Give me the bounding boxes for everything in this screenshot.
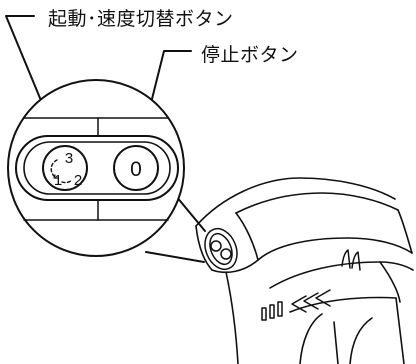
callout-stop-button: 停止ボタン — [201, 44, 299, 66]
start-speed-button-graphic — [42, 145, 88, 191]
digit-1: 1 — [54, 172, 62, 189]
digit-0: 0 — [130, 158, 142, 181]
stop-button-graphic — [113, 145, 159, 191]
tool-body — [195, 177, 414, 364]
detail-magnifier — [7, 79, 185, 257]
vent-marks — [261, 249, 361, 321]
digit-2: 2 — [74, 172, 82, 189]
tool-button-pod — [204, 227, 238, 271]
magnifier-ray-bottom — [145, 251, 205, 263]
digit-3: 3 — [65, 150, 73, 167]
magnifier-ray-top — [175, 195, 206, 232]
callout-start-speed-button: 起動･速度切替ボタン — [48, 8, 234, 30]
